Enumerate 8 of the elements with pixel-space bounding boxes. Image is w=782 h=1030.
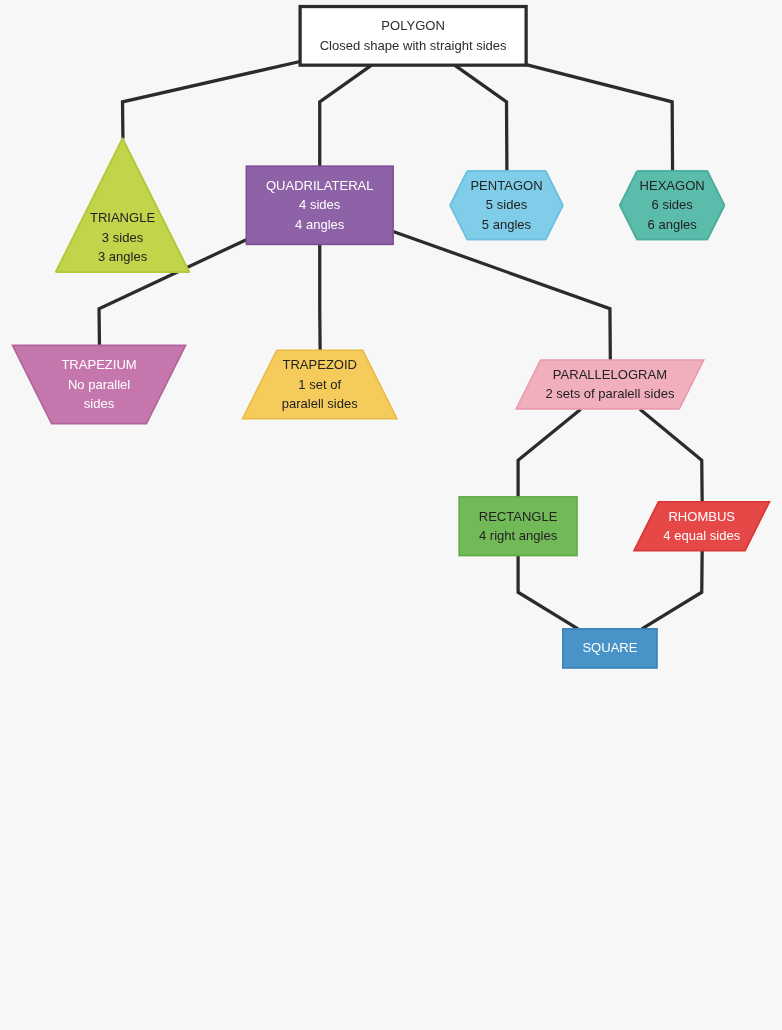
connector [525, 63, 675, 172]
connector [120, 59, 301, 139]
node-box: SQUARE [562, 628, 658, 669]
node-box: RECTANGLE 4 right angles [458, 496, 578, 557]
connector [516, 408, 582, 497]
node-box: POLYGON Closed shape with straight sides [298, 4, 528, 67]
connector [318, 244, 322, 351]
node-box: QUADRILATERAL 4 sides 4 angles [245, 165, 394, 246]
